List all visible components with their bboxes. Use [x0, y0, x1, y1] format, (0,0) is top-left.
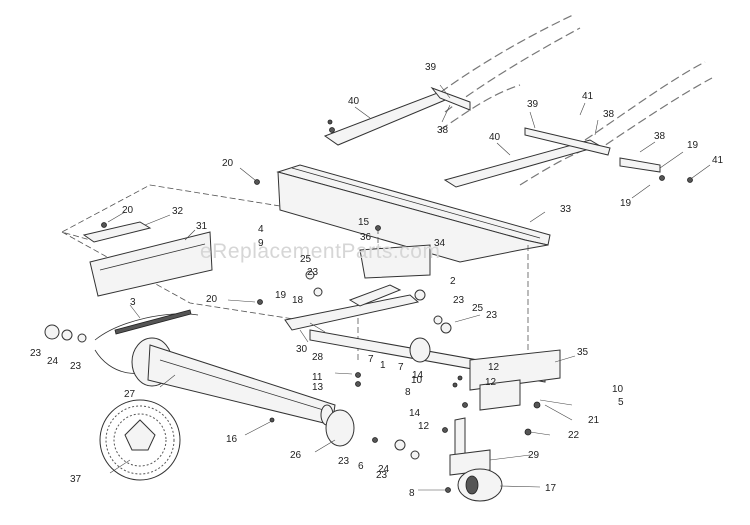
callout-23: 23 — [338, 456, 350, 467]
callout-34: 34 — [434, 238, 446, 249]
callout-30: 30 — [296, 344, 308, 355]
callout-20: 20 — [222, 158, 234, 169]
callout-15: 15 — [358, 217, 370, 228]
callout-25: 25 — [472, 303, 484, 314]
callout-19: 19 — [275, 290, 287, 301]
callout-14: 14 — [412, 370, 424, 381]
callout-5: 5 — [618, 397, 624, 408]
callout-8: 8 — [405, 387, 411, 398]
panel — [82, 221, 152, 243]
watermark: eReplacementParts.com — [200, 240, 440, 263]
hood — [276, 164, 551, 263]
callout-25: 25 — [300, 254, 312, 265]
handle-outline-right — [519, 61, 713, 186]
callout-11: 11 — [312, 372, 323, 383]
callout-35: 35 — [577, 347, 589, 358]
callout-23: 23 — [70, 361, 82, 372]
sprockets-left — [44, 324, 87, 343]
callout-23: 23 — [376, 470, 388, 481]
frame-outline — [60, 184, 301, 321]
disc — [325, 409, 355, 447]
caster-bracket — [449, 417, 491, 476]
callout-41: 41 — [582, 91, 594, 102]
callout-13: 13 — [312, 382, 324, 393]
callout-10: 10 — [411, 375, 423, 386]
callout-23: 23 — [307, 267, 319, 278]
plate — [359, 244, 431, 279]
callout-7: 7 — [398, 362, 404, 373]
callout-23: 23 — [486, 310, 498, 321]
callout-41: 41 — [712, 155, 724, 166]
callout-2: 2 — [450, 276, 456, 287]
broom-core — [131, 337, 336, 426]
callout-14: 14 — [409, 408, 421, 419]
callout-40: 40 — [348, 96, 360, 107]
callout-38: 38 — [603, 109, 615, 120]
handle-bracket-top — [323, 86, 471, 146]
callout-8: 8 — [409, 488, 415, 499]
broom-bristles — [99, 399, 181, 481]
callout-19: 19 — [687, 140, 699, 151]
callout-26: 26 — [290, 450, 302, 461]
callout-7: 7 — [368, 354, 374, 365]
callout-29: 29 — [528, 450, 540, 461]
handle-bracket-right — [443, 127, 693, 188]
hardware — [101, 179, 541, 493]
callout-23: 23 — [30, 348, 42, 359]
callout-40: 40 — [489, 132, 501, 143]
leader-lines — [107, 84, 711, 491]
callout-37: 37 — [70, 474, 82, 485]
callout-9: 9 — [258, 238, 264, 249]
callout-20: 20 — [122, 205, 134, 216]
callout-38: 38 — [654, 131, 666, 142]
callout-6: 6 — [358, 461, 364, 472]
callout-3: 3 — [130, 297, 136, 308]
callout-39: 39 — [425, 62, 437, 73]
callout-39: 39 — [527, 99, 539, 110]
callout-24: 24 — [378, 464, 390, 475]
callout-38: 38 — [437, 125, 449, 136]
callout-12: 12 — [418, 421, 430, 432]
callout-18: 18 — [292, 295, 304, 306]
side-panel — [89, 231, 213, 297]
callout-36: 36 — [360, 232, 372, 243]
callout-12: 12 — [485, 377, 497, 388]
callout-17: 17 — [545, 483, 557, 494]
callout-16: 16 — [226, 434, 238, 445]
main-frame — [284, 284, 561, 411]
callout-22: 22 — [568, 430, 580, 441]
callout-21: 21 — [588, 415, 600, 426]
callout-31: 31 — [196, 221, 208, 232]
callout-1: 1 — [380, 360, 386, 371]
callout-27: 27 — [124, 389, 136, 400]
callout-4: 4 — [258, 224, 264, 235]
callout-33: 33 — [560, 204, 572, 215]
callout-32: 32 — [172, 206, 184, 217]
callout-19: 19 — [620, 198, 632, 209]
handle-outline-left — [429, 13, 581, 131]
caster-wheel — [457, 468, 503, 502]
callout-20: 20 — [206, 294, 218, 305]
callout-12: 12 — [488, 362, 500, 373]
callout-10: 10 — [612, 384, 624, 395]
callout-28: 28 — [312, 352, 324, 363]
callout-24: 24 — [47, 356, 59, 367]
callout-23: 23 — [453, 295, 465, 306]
